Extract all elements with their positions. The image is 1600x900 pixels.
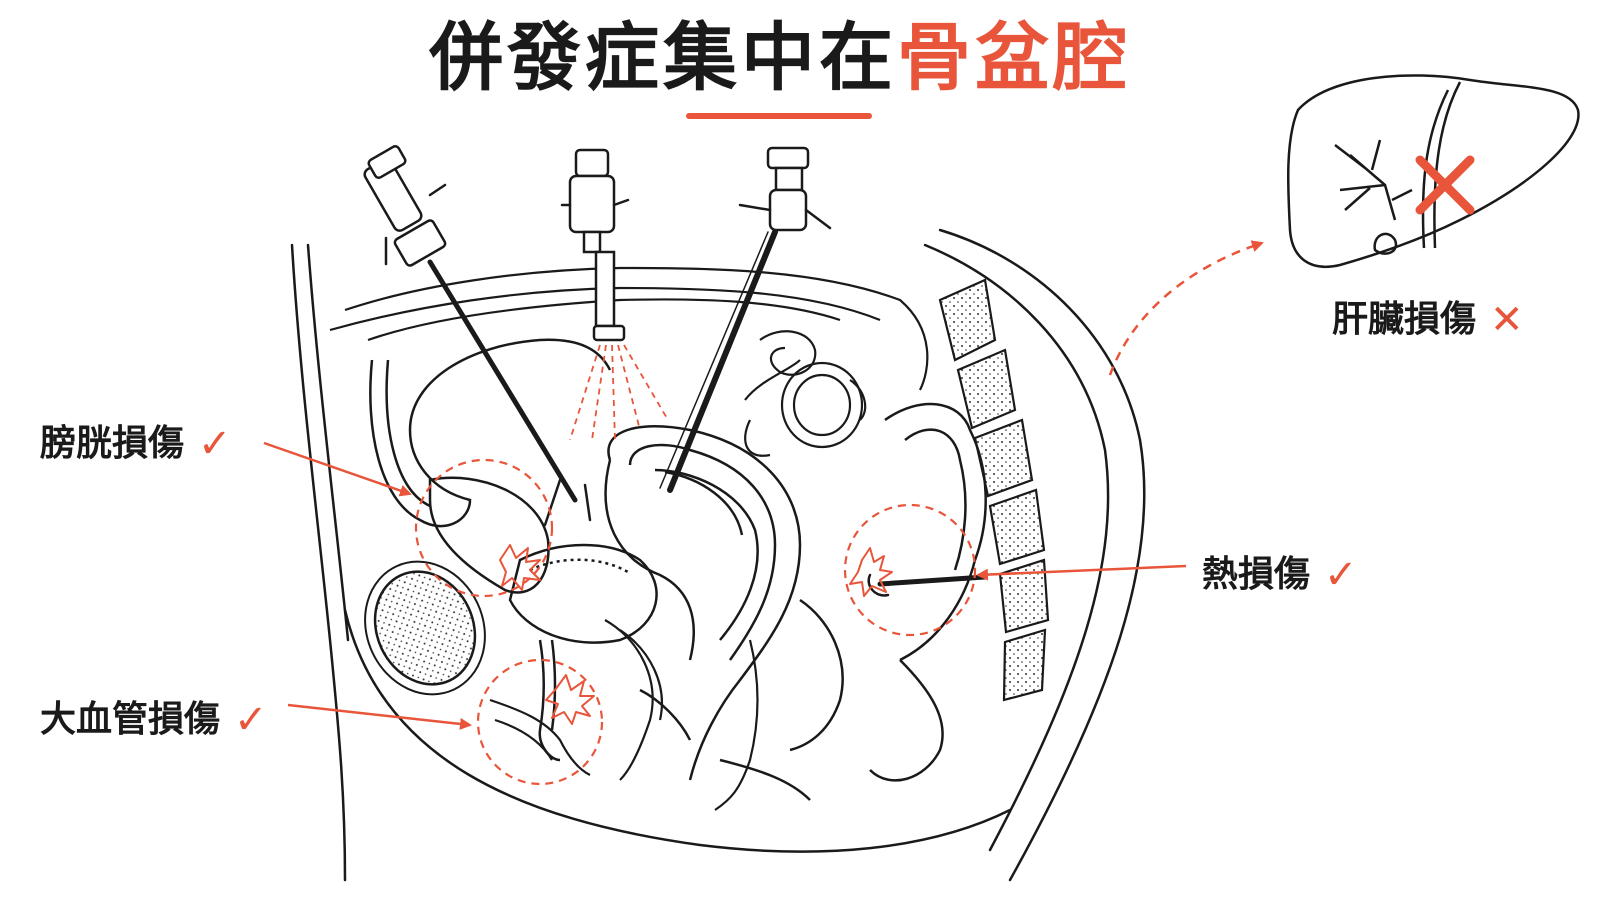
vessel-injury-text: 大血管損傷 xyxy=(40,699,221,740)
liver-cross-icon xyxy=(1415,155,1475,215)
spine xyxy=(938,278,1050,702)
heat-injury-text: 熱損傷 xyxy=(1202,554,1311,595)
liver-injury-label: 肝臟損傷 ✕ xyxy=(1332,300,1524,340)
ovary xyxy=(744,330,867,457)
check-icon: ✓ xyxy=(234,697,268,743)
heat-arrow xyxy=(976,564,1187,581)
annotation-arrows xyxy=(263,240,1264,730)
heat-injury-zone xyxy=(843,503,977,637)
heat-injury-label: 熱損傷 ✓ xyxy=(1202,555,1358,595)
pubic-bone xyxy=(364,560,486,696)
vessel-arrow xyxy=(287,703,472,730)
injury-sparks xyxy=(499,544,893,725)
liver-arrow xyxy=(1108,240,1264,376)
instrument-right xyxy=(659,146,832,493)
bladder xyxy=(369,338,658,762)
bladder-injury-zone xyxy=(414,458,554,598)
peritoneal-cavity xyxy=(329,266,929,391)
cross-icon: ✕ xyxy=(1490,297,1524,343)
bladder-arrow xyxy=(263,441,412,497)
instrument-center xyxy=(560,148,630,342)
check-icon: ✓ xyxy=(1324,552,1358,598)
colon xyxy=(719,402,987,801)
heat-tool xyxy=(867,573,988,597)
liver-icon xyxy=(1286,74,1580,268)
uterus xyxy=(604,425,802,781)
vessel-injury-label: 大血管損傷 ✓ xyxy=(40,700,268,740)
pelvic-vessels xyxy=(489,619,759,811)
injury-zones xyxy=(414,458,977,786)
bladder-injury-text: 膀胱損傷 xyxy=(40,423,185,464)
liver-injury-text: 肝臟損傷 xyxy=(1332,299,1477,340)
scope-light-cone xyxy=(569,344,669,441)
check-icon: ✓ xyxy=(198,421,232,467)
page-title: 併發症集中在骨盆腔 xyxy=(0,14,1560,103)
title-underline xyxy=(686,113,872,119)
instrument-left xyxy=(363,145,592,527)
bladder-injury-label: 膀胱損傷 ✓ xyxy=(40,424,232,464)
title-accent: 骨盆腔 xyxy=(897,15,1131,101)
title-main: 併發症集中在 xyxy=(429,15,897,101)
vessel-injury-zone xyxy=(476,658,604,786)
